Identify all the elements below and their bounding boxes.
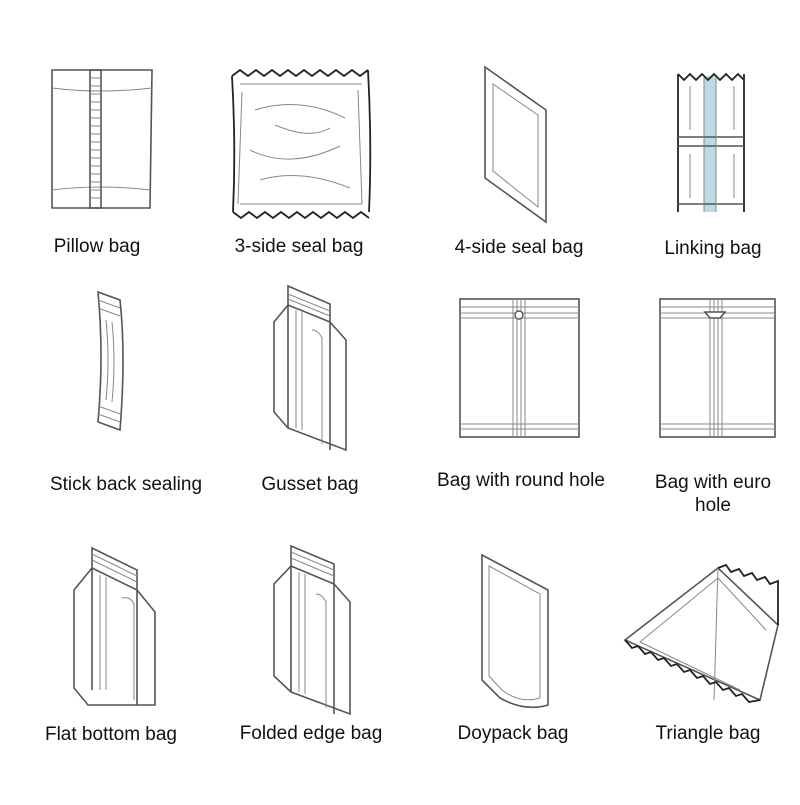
- doypack-bag-illustration: [481, 553, 549, 709]
- linking-bag-illustration: [677, 72, 745, 212]
- label-linking-bag: Linking bag: [664, 238, 762, 259]
- label-stick-back-sealing: Stick back sealing: [49, 474, 203, 495]
- label-bag-with-euro-hole: Bag with euro hole: [654, 472, 772, 516]
- label-triangle-bag: Triangle bag: [655, 723, 761, 744]
- euro-hole-bag-illustration: [659, 298, 776, 438]
- label-flat-bottom-bag: Flat bottom bag: [44, 724, 178, 745]
- folded-edge-bag-illustration: [273, 544, 351, 716]
- label-4-side-seal-bag: 4-side seal bag: [454, 237, 584, 258]
- gusset-bag-illustration: [273, 284, 347, 452]
- four-side-seal-bag-illustration: [484, 65, 547, 224]
- label-3-side-seal-bag: 3-side seal bag: [234, 236, 364, 257]
- label-pillow-bag: Pillow bag: [53, 236, 141, 257]
- three-side-seal-bag-illustration: [231, 68, 372, 220]
- pillow-bag-illustration: [51, 69, 153, 209]
- stick-back-sealing-illustration: [97, 290, 124, 432]
- triangle-bag-illustration: [623, 563, 779, 703]
- label-gusset-bag: Gusset bag: [261, 474, 359, 495]
- label-folded-edge-bag: Folded edge bag: [239, 723, 383, 744]
- label-bag-with-round-hole: Bag with round hole: [437, 470, 605, 491]
- round-hole-bag-illustration: [459, 298, 580, 438]
- label-doypack-bag: Doypack bag: [457, 723, 569, 744]
- flat-bottom-bag-illustration: [73, 546, 156, 706]
